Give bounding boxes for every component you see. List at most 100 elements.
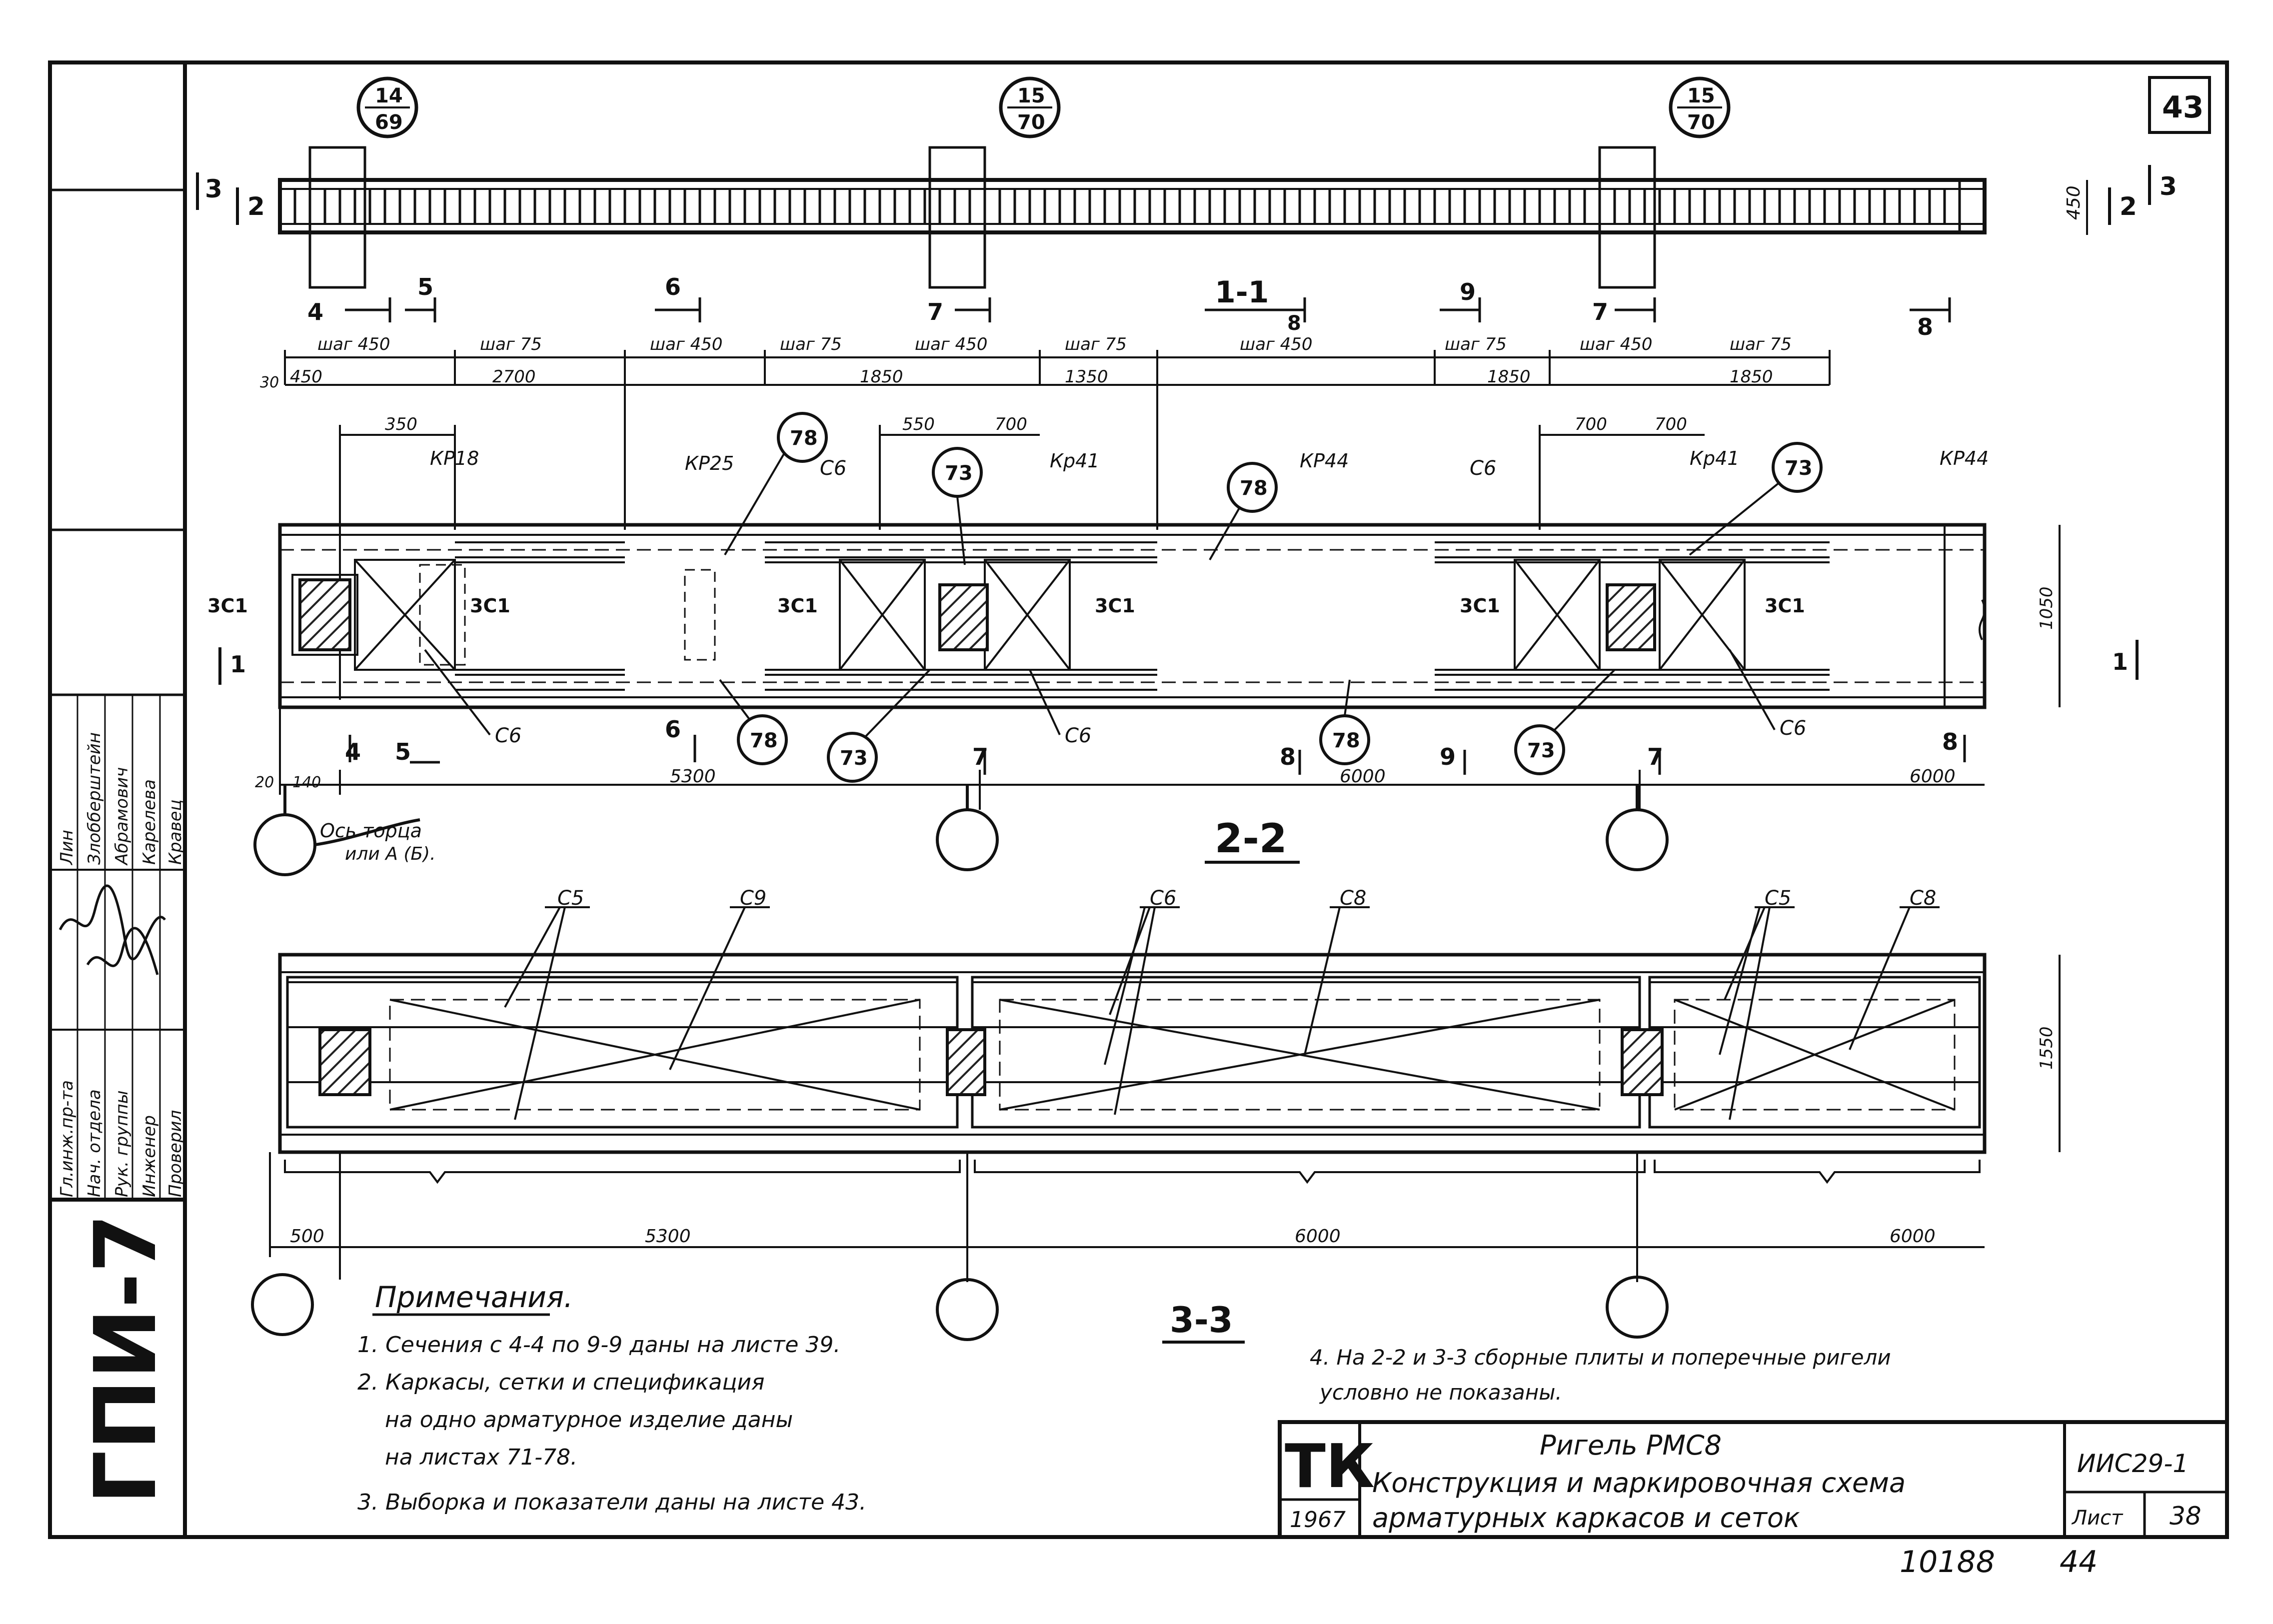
step-1: шаг 450: [317, 334, 390, 354]
stamp-name-4: Карелева: [139, 779, 159, 865]
bubble-70a: 70: [1017, 111, 1045, 134]
cut-3-right: 3: [2160, 172, 2177, 201]
dim-20: 20: [255, 774, 274, 791]
stamp-name-5: Кравец: [165, 799, 185, 865]
bubble-15a: 15: [1017, 84, 1045, 107]
cut-7-top-b: 7: [1592, 298, 1608, 325]
cut-5-top: 5: [417, 273, 433, 300]
bubble-73-c: [827, 669, 931, 783]
bubble-78-d: [1319, 679, 1370, 765]
title-sheet-label: Лист: [2071, 1507, 2124, 1530]
label-kp44b: КР44: [1940, 447, 1989, 469]
bubble-73-d: [1514, 669, 1616, 775]
bubble-14: 14: [375, 84, 403, 107]
label-c6-top-b: С6: [1470, 457, 1496, 480]
dim-140: 140: [292, 774, 321, 791]
axis-circles-row-1: [253, 785, 1669, 876]
stamp-name-3: Абрамович: [112, 767, 132, 866]
dim-500: 500: [290, 1226, 324, 1247]
cut-9-bottom: 9: [1440, 743, 1456, 770]
cut-4-bottom: 4: [345, 738, 361, 765]
plan-beam-3-3: [278, 953, 2061, 1184]
label-c6-33: С6: [1150, 887, 1176, 910]
label-3c1-b: 3С1: [470, 595, 510, 617]
axis-note-2: или А (Б).: [345, 844, 436, 864]
cut-7-top-a: 7: [927, 298, 943, 325]
label-c8-a: С8: [1340, 887, 1366, 910]
step-3: шаг 450: [650, 334, 723, 354]
dim-700b: 700: [1575, 414, 1607, 434]
step-9: шаг 450: [1580, 334, 1653, 354]
bubble-15-70-b: [1669, 76, 1731, 138]
bubble-73-a: [932, 447, 983, 565]
title-line-3: арматурных каркасов и сеток: [1372, 1502, 1800, 1534]
bubble-78-a-text: 78: [790, 427, 818, 450]
label-3c1-f: 3С1: [1765, 595, 1805, 617]
bubble-73-a-text: 73: [945, 462, 973, 485]
stamp-role-1: Гл.инж.пр-та: [57, 1080, 77, 1197]
label-kp44a: КР44: [1300, 450, 1349, 472]
label-c8-b: С8: [1910, 887, 1936, 910]
bubble-73-b: [1689, 442, 1823, 556]
section-title-2-2: 2-2: [1215, 815, 1287, 862]
stamp-name-2: Злобберштейн: [84, 732, 104, 865]
bubble-70b: 70: [1687, 111, 1715, 134]
cut-8-top-b: 8: [1917, 313, 1933, 340]
bubble-78-b-text: 78: [1240, 477, 1268, 500]
label-c6-low-c: С6: [1780, 717, 1806, 740]
bubble-15-70-a: [999, 76, 1061, 138]
cut-9-top: 9: [1460, 278, 1476, 305]
cut-8-bottom-b: 8: [1942, 728, 1958, 755]
stamp-role-5: Проверил: [165, 1110, 185, 1197]
cut-2-left: 2: [247, 192, 265, 221]
label-3c1-d: 3С1: [1095, 595, 1135, 617]
bubble-78-d-text: 78: [1332, 729, 1360, 752]
dim-5300: 5300: [670, 766, 716, 787]
dim-2700: 2700: [492, 367, 536, 387]
dim-6000a: 6000: [1340, 766, 1386, 787]
step-6: шаг 75: [1065, 334, 1127, 354]
title-block: [1278, 1420, 2229, 1539]
step-2: шаг 75: [480, 334, 542, 354]
title-logo: ТК: [1285, 1432, 1375, 1502]
label-kp25: КР25: [685, 452, 734, 474]
note-2b: на одно арматурное изделие даны: [385, 1407, 793, 1433]
title-series: ИИС29-1: [2077, 1449, 2189, 1478]
stamp-role-4: Инженер: [139, 1115, 159, 1197]
label-3c1-e: 3С1: [1460, 595, 1500, 617]
bubble-78-b: [1209, 462, 1278, 560]
dim-1850c: 1850: [1730, 367, 1773, 387]
section-title-1-1: 1-1: [1215, 275, 1269, 310]
bubble-73-b-text: 73: [1785, 457, 1813, 480]
dim-450: 450: [290, 367, 322, 387]
bubble-15b: 15: [1687, 84, 1715, 107]
bubble-14-69: [356, 76, 418, 138]
dim-700c: 700: [1655, 414, 1687, 434]
side-stamp: [48, 693, 186, 1201]
dim-6000c: 6000: [1295, 1226, 1341, 1247]
label-kp41b: Кр41: [1690, 447, 1739, 469]
label-c6-top-a: С6: [820, 457, 846, 480]
cut-6-bottom: 6: [665, 716, 681, 743]
stamp-name-1: Лин: [57, 830, 77, 866]
bubble-69: 69: [375, 111, 403, 134]
note-4a: 4. На 2-2 и 3-3 сборные плиты и поперечн…: [1310, 1345, 1891, 1370]
axis-circles-row-2: [251, 1273, 1669, 1341]
cut-5-bottom: 5: [395, 738, 411, 765]
stamp-role-2: Нач. отдела: [84, 1089, 104, 1197]
note-2c: на листах 71-78.: [385, 1445, 577, 1470]
label-c9: С9: [740, 887, 766, 910]
section-1-1-beam: [278, 146, 2088, 289]
bottom-inv-number: 10188: [1900, 1545, 1995, 1580]
step-7: шаг 450: [1240, 334, 1313, 354]
height-1550: 1550: [2037, 1026, 2057, 1070]
stamp-role-3: Рук. группы: [112, 1090, 132, 1197]
bubble-78-c: [719, 679, 788, 765]
plan-beam-2-2: [278, 523, 2061, 709]
dim-700a: 700: [995, 414, 1027, 434]
cut-6-top: 6: [665, 273, 681, 300]
label-c5-b: С5: [1765, 887, 1791, 910]
cut-8-bottom: 8: [1280, 743, 1296, 770]
dim-1850a: 1850: [860, 367, 903, 387]
